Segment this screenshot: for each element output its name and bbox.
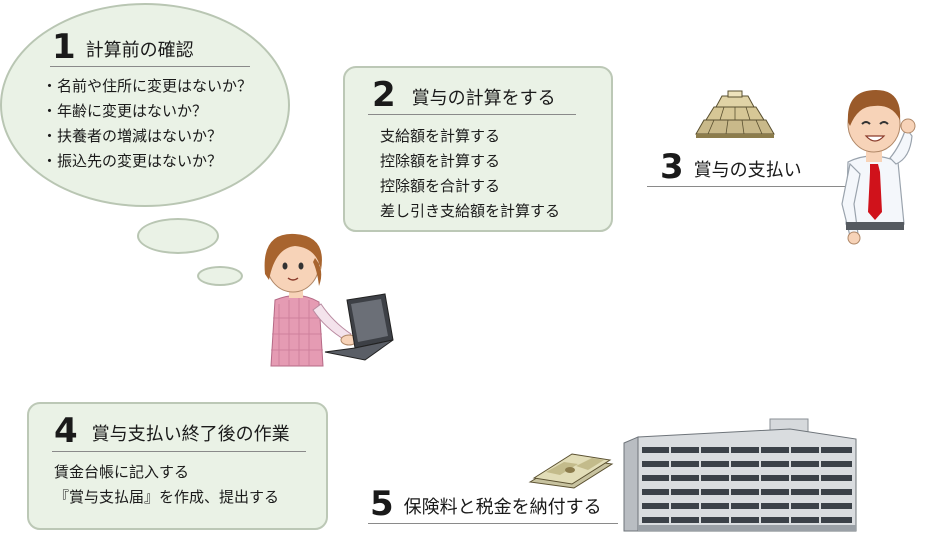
step3-title: 賞与の支払い [693,160,802,181]
step3-underline [647,186,847,187]
step5-underline [368,523,618,524]
step2-list: 支給額を計算する 控除額を計算する 控除額を合計する 差し引き支給額を計算する [380,124,560,224]
step1-item: ・年齢に変更はないか？ [42,102,208,120]
step2-item: 差し引き支給額を計算する [380,202,561,220]
step2-number: 2 [372,75,396,115]
step4-underline [52,451,306,452]
step2-heading: 2 賞与の計算をする [372,78,556,112]
step4-item: 賃金台帳に記入する [54,463,190,481]
step5-heading: 5 保険料と税金を納付する [370,487,602,521]
step1-number: 1 [52,27,76,67]
money-pile-icon [695,90,775,138]
thought-bubble [0,3,290,207]
step2-underline [368,114,576,115]
step1-item: ・名前や住所に変更はないか？ [42,77,253,95]
step4-number: 4 [54,411,78,451]
step1-item: ・扶養者の増減はないか？ [42,127,223,145]
step4-item: 『賞与支払届』を作成、提出する [54,488,280,506]
step2-item: 控除額を計算する [380,152,501,170]
step4-heading: 4 賞与支払い終了後の作業 [54,414,290,448]
step2-item: 支給額を計算する [380,127,501,145]
thought-bubble-dot-small [197,266,243,286]
step1-title: 計算前の確認 [85,40,194,61]
woman-laptop-icon [264,233,394,367]
step1-underline [50,66,250,67]
step5-number: 5 [370,484,394,524]
step2-title: 賞与の計算をする [411,88,556,109]
step5-title: 保険料と税金を納付する [403,497,602,518]
step4-panel [27,402,328,530]
thought-bubble-dot-large [137,218,219,254]
step1-list: ・名前や住所に変更はないか？ ・年齢に変更はないか？ ・扶養者の増減はないか？ … [42,74,252,174]
businessman-icon [841,90,916,245]
step3-number: 3 [660,147,684,187]
step1-item: ・振込先の変更はないか？ [42,152,223,170]
step2-item: 控除額を合計する [380,177,501,195]
office-building-icon [623,418,857,532]
step4-list: 賃金台帳に記入する 『賞与支払届』を作成、提出する [54,460,279,510]
step4-title: 賞与支払い終了後の作業 [91,424,290,445]
step3-heading: 3 賞与の支払い [660,150,802,184]
step2-panel [343,66,613,232]
banknotes-icon [528,453,614,489]
step1-heading: 1 計算前の確認 [52,30,194,64]
